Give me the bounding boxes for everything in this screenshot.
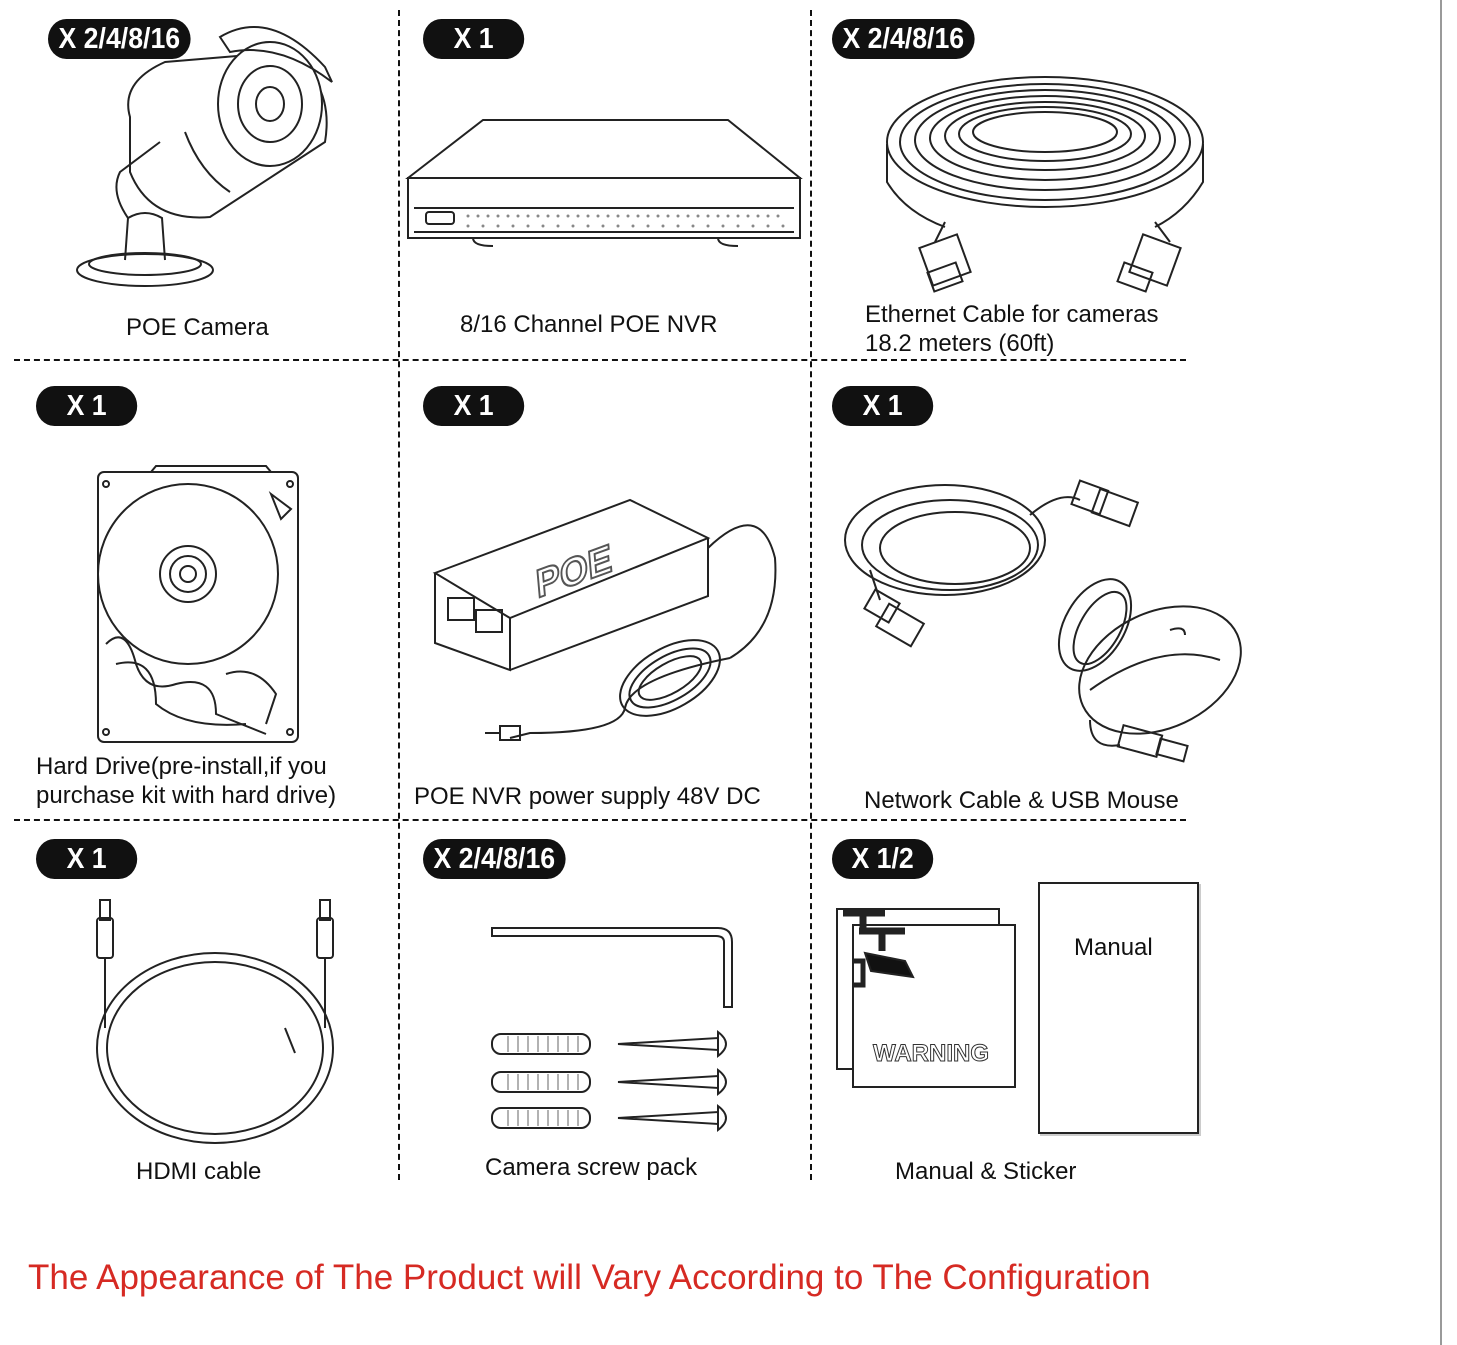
- item-caption: Hard Drive(pre-install,if you purchase k…: [36, 752, 336, 810]
- caption-line: Network Cable & USB Mouse: [864, 787, 1179, 814]
- item-caption: Camera screw pack: [485, 1153, 697, 1182]
- manual-label: Manual: [1074, 934, 1153, 961]
- poe-label: POE: [534, 536, 613, 607]
- quantity-badge: X 1: [832, 386, 934, 426]
- quantity-badge: X 2/4/8/16: [423, 839, 566, 879]
- item-caption: POE Camera: [126, 313, 269, 342]
- ethernet-cable-coil-icon: [885, 72, 1205, 297]
- column-divider-1: [398, 10, 400, 1180]
- quantity-badge: X 1: [423, 386, 525, 426]
- quantity-badge: X 2/4/8/16: [48, 19, 191, 59]
- screw-pack-icon: [488, 922, 738, 1137]
- caption-line: Ethernet Cable for cameras: [865, 301, 1159, 328]
- quantity-badge: X 2/4/8/16: [832, 19, 975, 59]
- caption-line: 18.2 meters (60ft): [865, 330, 1055, 357]
- warning-sticker-icon: WARNING: [835, 905, 1020, 1090]
- quantity-badge: X 1: [423, 19, 525, 59]
- row-divider-1: [14, 359, 1186, 361]
- caption-line: Hard Drive(pre-install,if you: [36, 753, 327, 780]
- quantity-badge: X 1/2: [832, 839, 934, 879]
- item-caption: Ethernet Cable for cameras 18.2 meters (…: [865, 300, 1158, 358]
- caption-line: purchase kit with hard drive): [36, 782, 337, 809]
- power-supply-icon: POE: [430, 498, 780, 743]
- column-divider-2: [810, 10, 812, 1180]
- item-caption: 8/16 Channel POE NVR: [460, 310, 717, 339]
- network-cable-and-mouse-icon: [840, 460, 1245, 780]
- caption-line: 8/16 Channel POE NVR: [460, 311, 718, 338]
- caption-line: Camera screw pack: [485, 1154, 698, 1181]
- item-caption: HDMI cable: [136, 1157, 261, 1186]
- row-divider-2: [14, 819, 1186, 821]
- bullet-camera-icon: [70, 22, 340, 292]
- caption-line: HDMI cable: [136, 1158, 262, 1185]
- quantity-badge: X 1: [36, 839, 138, 879]
- configuration-note: The Appearance of The Product will Vary …: [28, 1258, 1151, 1297]
- screw: [618, 1032, 726, 1130]
- warning-text: WARNING: [873, 1040, 989, 1067]
- item-caption: Network Cable & USB Mouse: [864, 786, 1179, 815]
- page-right-edge-rule: [1440, 0, 1442, 1345]
- caption-line: Manual & Sticker: [895, 1158, 1077, 1185]
- quantity-badge: X 1: [36, 386, 138, 426]
- manual-booklet: Manual: [1038, 882, 1199, 1134]
- caption-line: POE NVR power supply 48V DC: [414, 783, 761, 810]
- item-caption: Manual & Sticker: [895, 1157, 1076, 1186]
- hdmi-cable-icon: [90, 898, 340, 1148]
- nvr-recorder-icon: [408, 118, 800, 248]
- caption-line: POE Camera: [126, 314, 269, 341]
- item-caption: POE NVR power supply 48V DC: [414, 782, 761, 811]
- hard-drive-icon: [96, 464, 302, 746]
- wall-anchor: [492, 1034, 590, 1128]
